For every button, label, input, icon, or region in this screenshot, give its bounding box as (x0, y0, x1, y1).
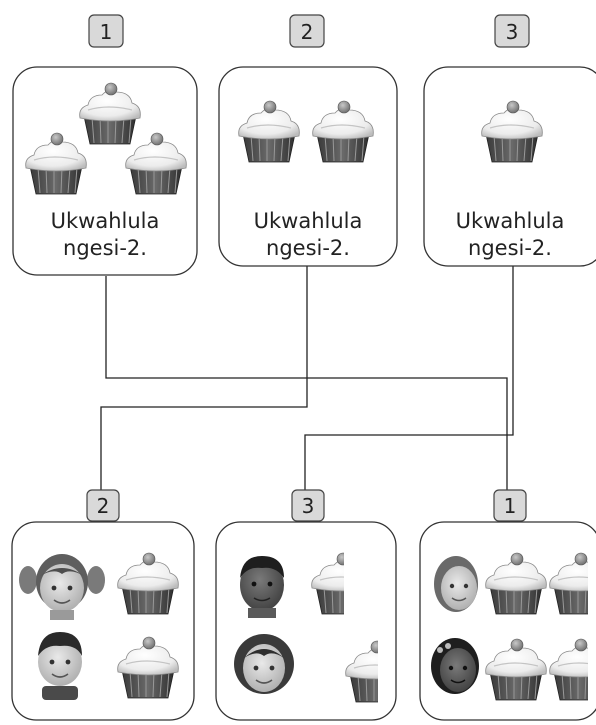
top-number-3: 3 (506, 20, 519, 44)
top-number-box-3: 3 (494, 14, 530, 48)
top-card-2: Ukwahlula ngesi-2. (218, 66, 398, 267)
bottom-number-2: 2 (97, 494, 110, 518)
bottom-number-box-2: 2 (86, 489, 120, 522)
bottom-card-2 (11, 521, 195, 721)
top-card-1: Ukwahlula ngesi-2. (12, 66, 198, 276)
top-card-3: Ukwahlula ngesi-2. (423, 66, 596, 267)
connector-lines (100, 266, 514, 498)
top-card-1-caption-line2: ngesi-2. (63, 236, 147, 260)
bottom-number-box-1: 1 (493, 489, 527, 522)
connector-2 (100, 266, 308, 498)
top-card-1-caption-line1: Ukwahlula (51, 209, 160, 233)
top-card-2-caption-line2: ngesi-2. (266, 236, 350, 260)
top-card-3-caption-line1: Ukwahlula (456, 209, 565, 233)
top-number-box-2: 2 (289, 14, 325, 48)
girl-face-icon (234, 634, 294, 694)
connector-3 (304, 266, 514, 498)
bottom-card-1 (419, 521, 596, 721)
top-number-box-1: 1 (88, 14, 124, 48)
top-number-1: 1 (100, 20, 113, 44)
girl-face-icon (434, 556, 478, 612)
boy-face-icon (240, 556, 284, 618)
top-number-2: 2 (301, 20, 314, 44)
top-card-2-caption-line1: Ukwahlula (254, 209, 363, 233)
bottom-number-box-3: 3 (291, 489, 325, 522)
girl-face-icon (19, 554, 105, 620)
boy-face-icon (38, 632, 82, 700)
girl-face-icon (431, 638, 479, 694)
top-card-3-caption-line2: ngesi-2. (468, 236, 552, 260)
bottom-card-3 (215, 521, 397, 721)
bottom-number-1: 1 (504, 494, 517, 518)
bottom-number-3: 3 (302, 494, 315, 518)
